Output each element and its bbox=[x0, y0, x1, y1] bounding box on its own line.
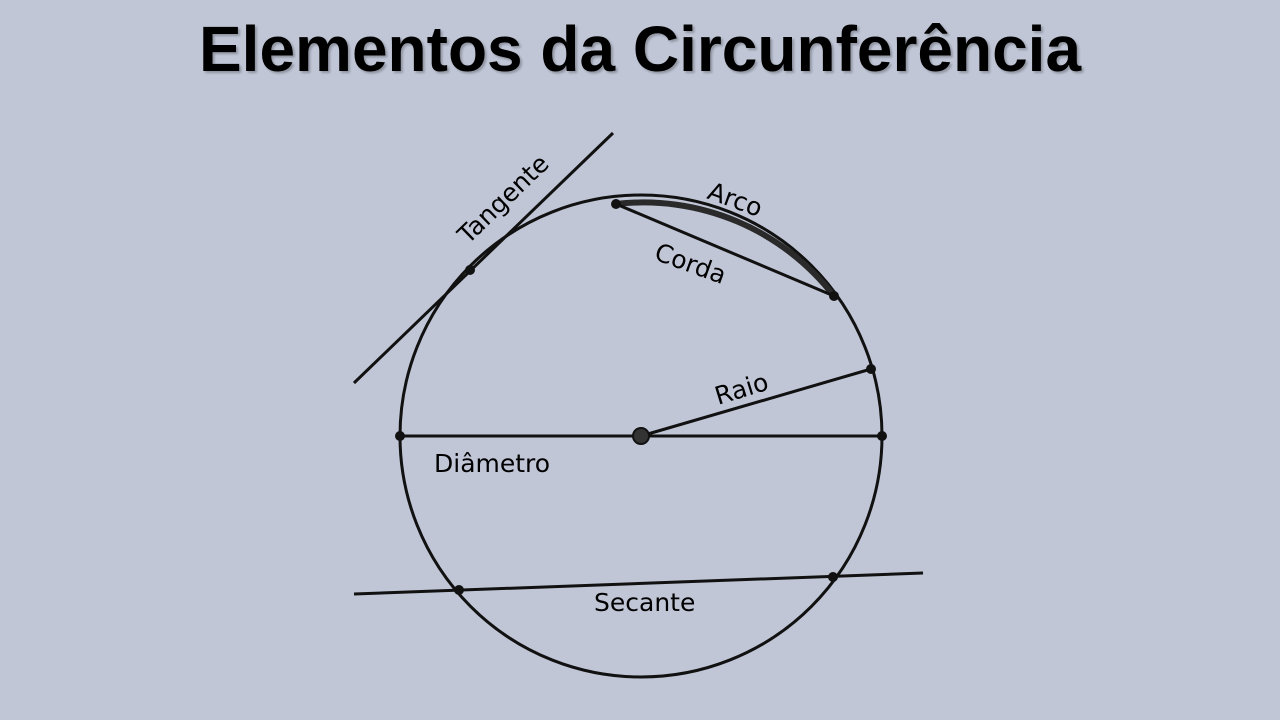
radius-label: Raio bbox=[711, 367, 771, 411]
chord-line bbox=[615, 202, 835, 298]
center-point bbox=[632, 427, 650, 445]
chord-point-a bbox=[611, 199, 621, 209]
diameter-point-left bbox=[395, 431, 405, 441]
chord-point-b bbox=[829, 291, 839, 301]
radius-point bbox=[866, 364, 876, 374]
tangent-point bbox=[465, 265, 475, 275]
arc-highlight bbox=[615, 199, 837, 298]
secant-label: Secante bbox=[594, 588, 695, 617]
diameter-point-right bbox=[877, 431, 887, 441]
tangent-label: Tangente bbox=[451, 149, 554, 250]
diameter-label: Diâmetro bbox=[434, 449, 550, 478]
chord-label: Corda bbox=[651, 237, 730, 289]
secant-point-a bbox=[454, 585, 464, 595]
page-title: Elementos da Circunferência bbox=[198, 13, 1082, 85]
tangent-line bbox=[352, 131, 615, 385]
secant-point-b bbox=[828, 572, 838, 582]
radius-line bbox=[640, 367, 872, 438]
